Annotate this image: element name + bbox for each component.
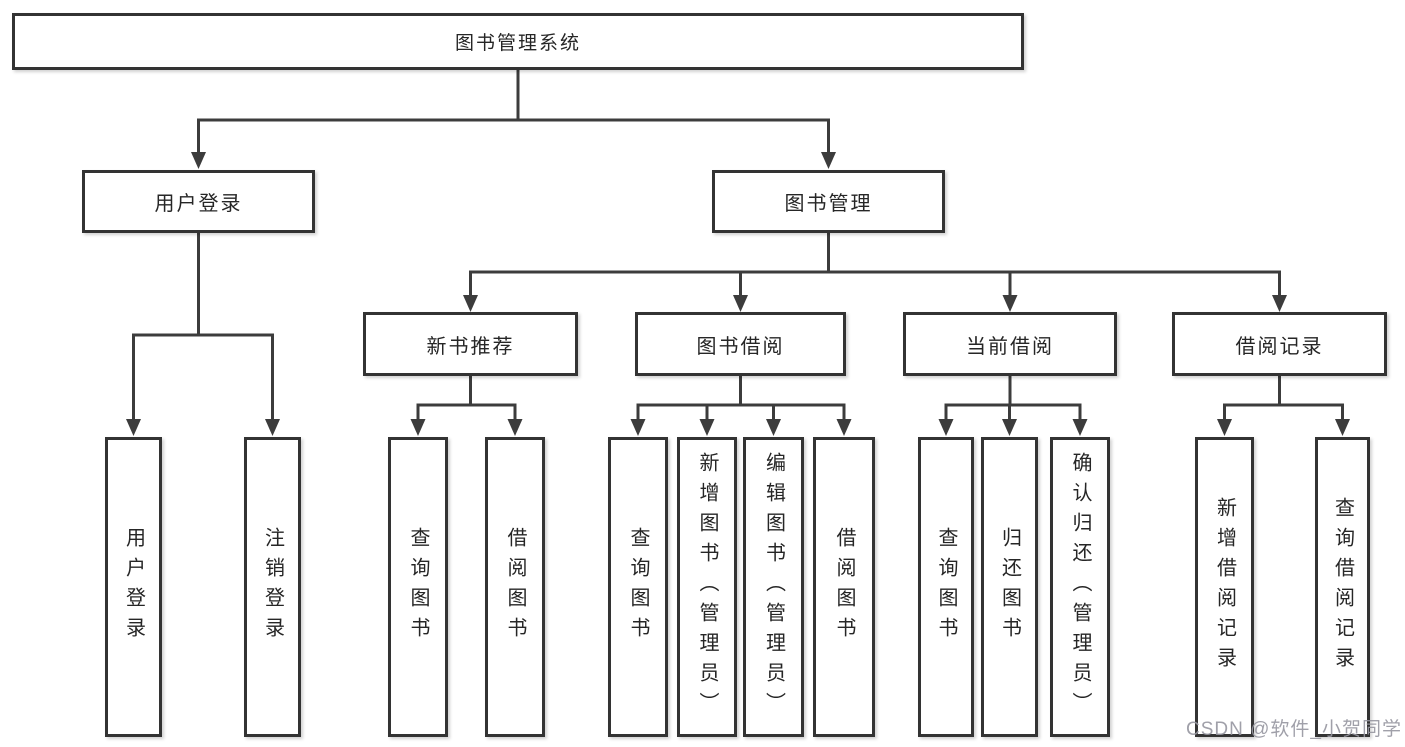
- watermark: CSDN @软件_小贺同学: [1186, 719, 1402, 740]
- leaf-cb-confirm-return-admin: 确认归还（管理员）: [1050, 437, 1110, 737]
- node-user-login: 用户登录: [82, 170, 315, 233]
- leaf-cb-return-books-label: 归还图书: [998, 527, 1021, 647]
- connector-new-book-recommend: [410, 372, 523, 436]
- leaf-br-add-record: 新增借阅记录: [1195, 437, 1254, 737]
- leaf-user-login-label: 用户登录: [122, 527, 145, 647]
- leaf-nbr-borrow-books: 借阅图书: [485, 437, 545, 737]
- connector-borrowing-records: [1217, 372, 1350, 436]
- leaf-bb-add-books-admin-label: 新增图书（管理员）: [696, 452, 718, 722]
- node-root-label: 图书管理系统: [454, 33, 581, 54]
- leaf-br-query-record-label: 查询借阅记录: [1331, 497, 1354, 677]
- leaf-cb-confirm-return-admin-label: 确认归还（管理员）: [1069, 452, 1091, 722]
- node-book-borrowing-label: 图书借阅: [696, 335, 785, 358]
- leaf-bb-edit-books-admin: 编辑图书（管理员）: [743, 437, 804, 737]
- connector-user-login: [126, 231, 280, 436]
- node-new-book-recommend: 新书推荐: [363, 312, 578, 376]
- leaf-br-add-record-label: 新增借阅记录: [1213, 497, 1236, 677]
- leaf-cb-return-books: 归还图书: [981, 437, 1038, 737]
- connector-book-management: [463, 231, 1287, 312]
- leaf-bb-add-books-admin: 新增图书（管理员）: [677, 437, 737, 737]
- connector-book-borrowing: [630, 372, 852, 436]
- leaf-nbr-query-books: 查询图书: [388, 437, 448, 737]
- leaf-nbr-query-books-label: 查询图书: [407, 527, 429, 647]
- node-new-book-recommend-label: 新书推荐: [426, 335, 515, 358]
- leaf-bb-query-books-label: 查询图书: [627, 527, 649, 647]
- node-book-management: 图书管理: [712, 170, 945, 233]
- leaf-logout: 注销登录: [244, 437, 301, 737]
- node-user-login-label: 用户登录: [154, 193, 243, 215]
- node-current-borrowing-label: 当前借阅: [966, 335, 1054, 358]
- node-book-borrowing: 图书借阅: [635, 312, 846, 376]
- connector-current-borrowing: [938, 372, 1088, 436]
- leaf-cb-query-books: 查询图书: [918, 437, 974, 737]
- leaf-bb-borrow-books-label: 借阅图书: [833, 527, 855, 647]
- node-book-management-label: 图书管理: [784, 193, 873, 215]
- leaf-nbr-borrow-books-label: 借阅图书: [504, 527, 526, 647]
- leaf-user-login: 用户登录: [105, 437, 162, 737]
- leaf-bb-borrow-books: 借阅图书: [813, 437, 875, 737]
- leaf-logout-label: 注销登录: [261, 527, 284, 647]
- leaf-bb-edit-books-admin-label: 编辑图书（管理员）: [762, 452, 785, 722]
- leaf-bb-query-books: 查询图书: [608, 437, 668, 737]
- node-borrowing-records-label: 借阅记录: [1235, 335, 1324, 358]
- node-borrowing-records: 借阅记录: [1172, 312, 1387, 376]
- leaf-cb-query-books-label: 查询图书: [935, 527, 957, 647]
- leaf-br-query-record: 查询借阅记录: [1315, 437, 1370, 737]
- node-current-borrowing: 当前借阅: [903, 312, 1117, 376]
- node-root: 图书管理系统: [12, 13, 1024, 70]
- connector-root: [191, 67, 836, 169]
